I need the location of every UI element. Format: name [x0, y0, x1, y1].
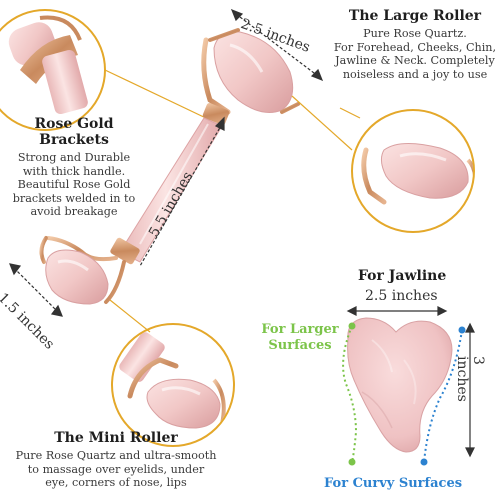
brackets-title: Rose Gold Brackets	[34, 116, 114, 148]
callout-line-mini	[109, 299, 151, 333]
larger-surfaces-line-1: For Larger	[261, 322, 339, 337]
gua-sha-width-label: 2.5 inches	[365, 288, 438, 304]
brackets-line-2: with thick handle.	[22, 164, 126, 178]
larger-surfaces-label: For Larger Surfaces	[254, 322, 346, 354]
gua-sha-tool	[347, 317, 453, 453]
large-roller-line-1: Pure Rose Quartz.	[363, 27, 467, 40]
gua-sha-dimension-arrows	[346, 306, 475, 458]
large-roller-callout: The Large Roller Pure Rose Quartz. For F…	[330, 8, 500, 81]
larger-surface-indicator	[342, 322, 358, 466]
large-roller-line-2: For Forehead, Cheeks, Chin,	[333, 40, 497, 54]
callout-line-large	[291, 95, 353, 151]
large-roller-line-4: noiseless and a joy to use	[342, 67, 488, 81]
curvy-surfaces-label: For Curvy Surfaces	[324, 476, 463, 491]
mini-roller-line-2: to massage over eyelids, under	[27, 462, 205, 476]
brackets-line-3: Beautiful Rose Gold	[17, 178, 131, 192]
bracket-detail-circle	[0, 9, 106, 131]
large-roller-title: The Large Roller	[348, 8, 482, 24]
mini-roller-callout: The Mini Roller Pure Rose Quartz and ult…	[0, 430, 232, 490]
curvy-surface-indicator	[420, 326, 466, 466]
brackets-line-1: Strong and Durable	[17, 151, 131, 164]
large-roller-detail-circle	[351, 109, 475, 233]
brackets-line-4: brackets welded in to	[12, 191, 136, 205]
gua-sha-height-label: 3 inches	[454, 356, 486, 402]
brackets-callout: Rose Gold Brackets Strong and Durable wi…	[0, 116, 148, 219]
larger-surfaces-line-2: Surfaces	[268, 338, 332, 353]
gua-sha-title: For Jawline	[358, 268, 447, 284]
jade-roller	[39, 28, 300, 305]
large-roller-line-3: Jawline & Neck. Completely	[335, 54, 495, 68]
mini-roller-line-3: eye, corners of nose, lips	[45, 476, 187, 490]
mini-roller-detail-circle	[111, 323, 235, 447]
mini-roller-title: The Mini Roller	[54, 430, 178, 446]
brackets-line-5: avoid breakage	[30, 205, 118, 219]
callout-line-brackets	[104, 69, 211, 121]
mini-roller-line-1: Pure Rose Quartz and ultra-smooth	[15, 449, 217, 462]
dimension-arrows	[9, 8, 324, 317]
